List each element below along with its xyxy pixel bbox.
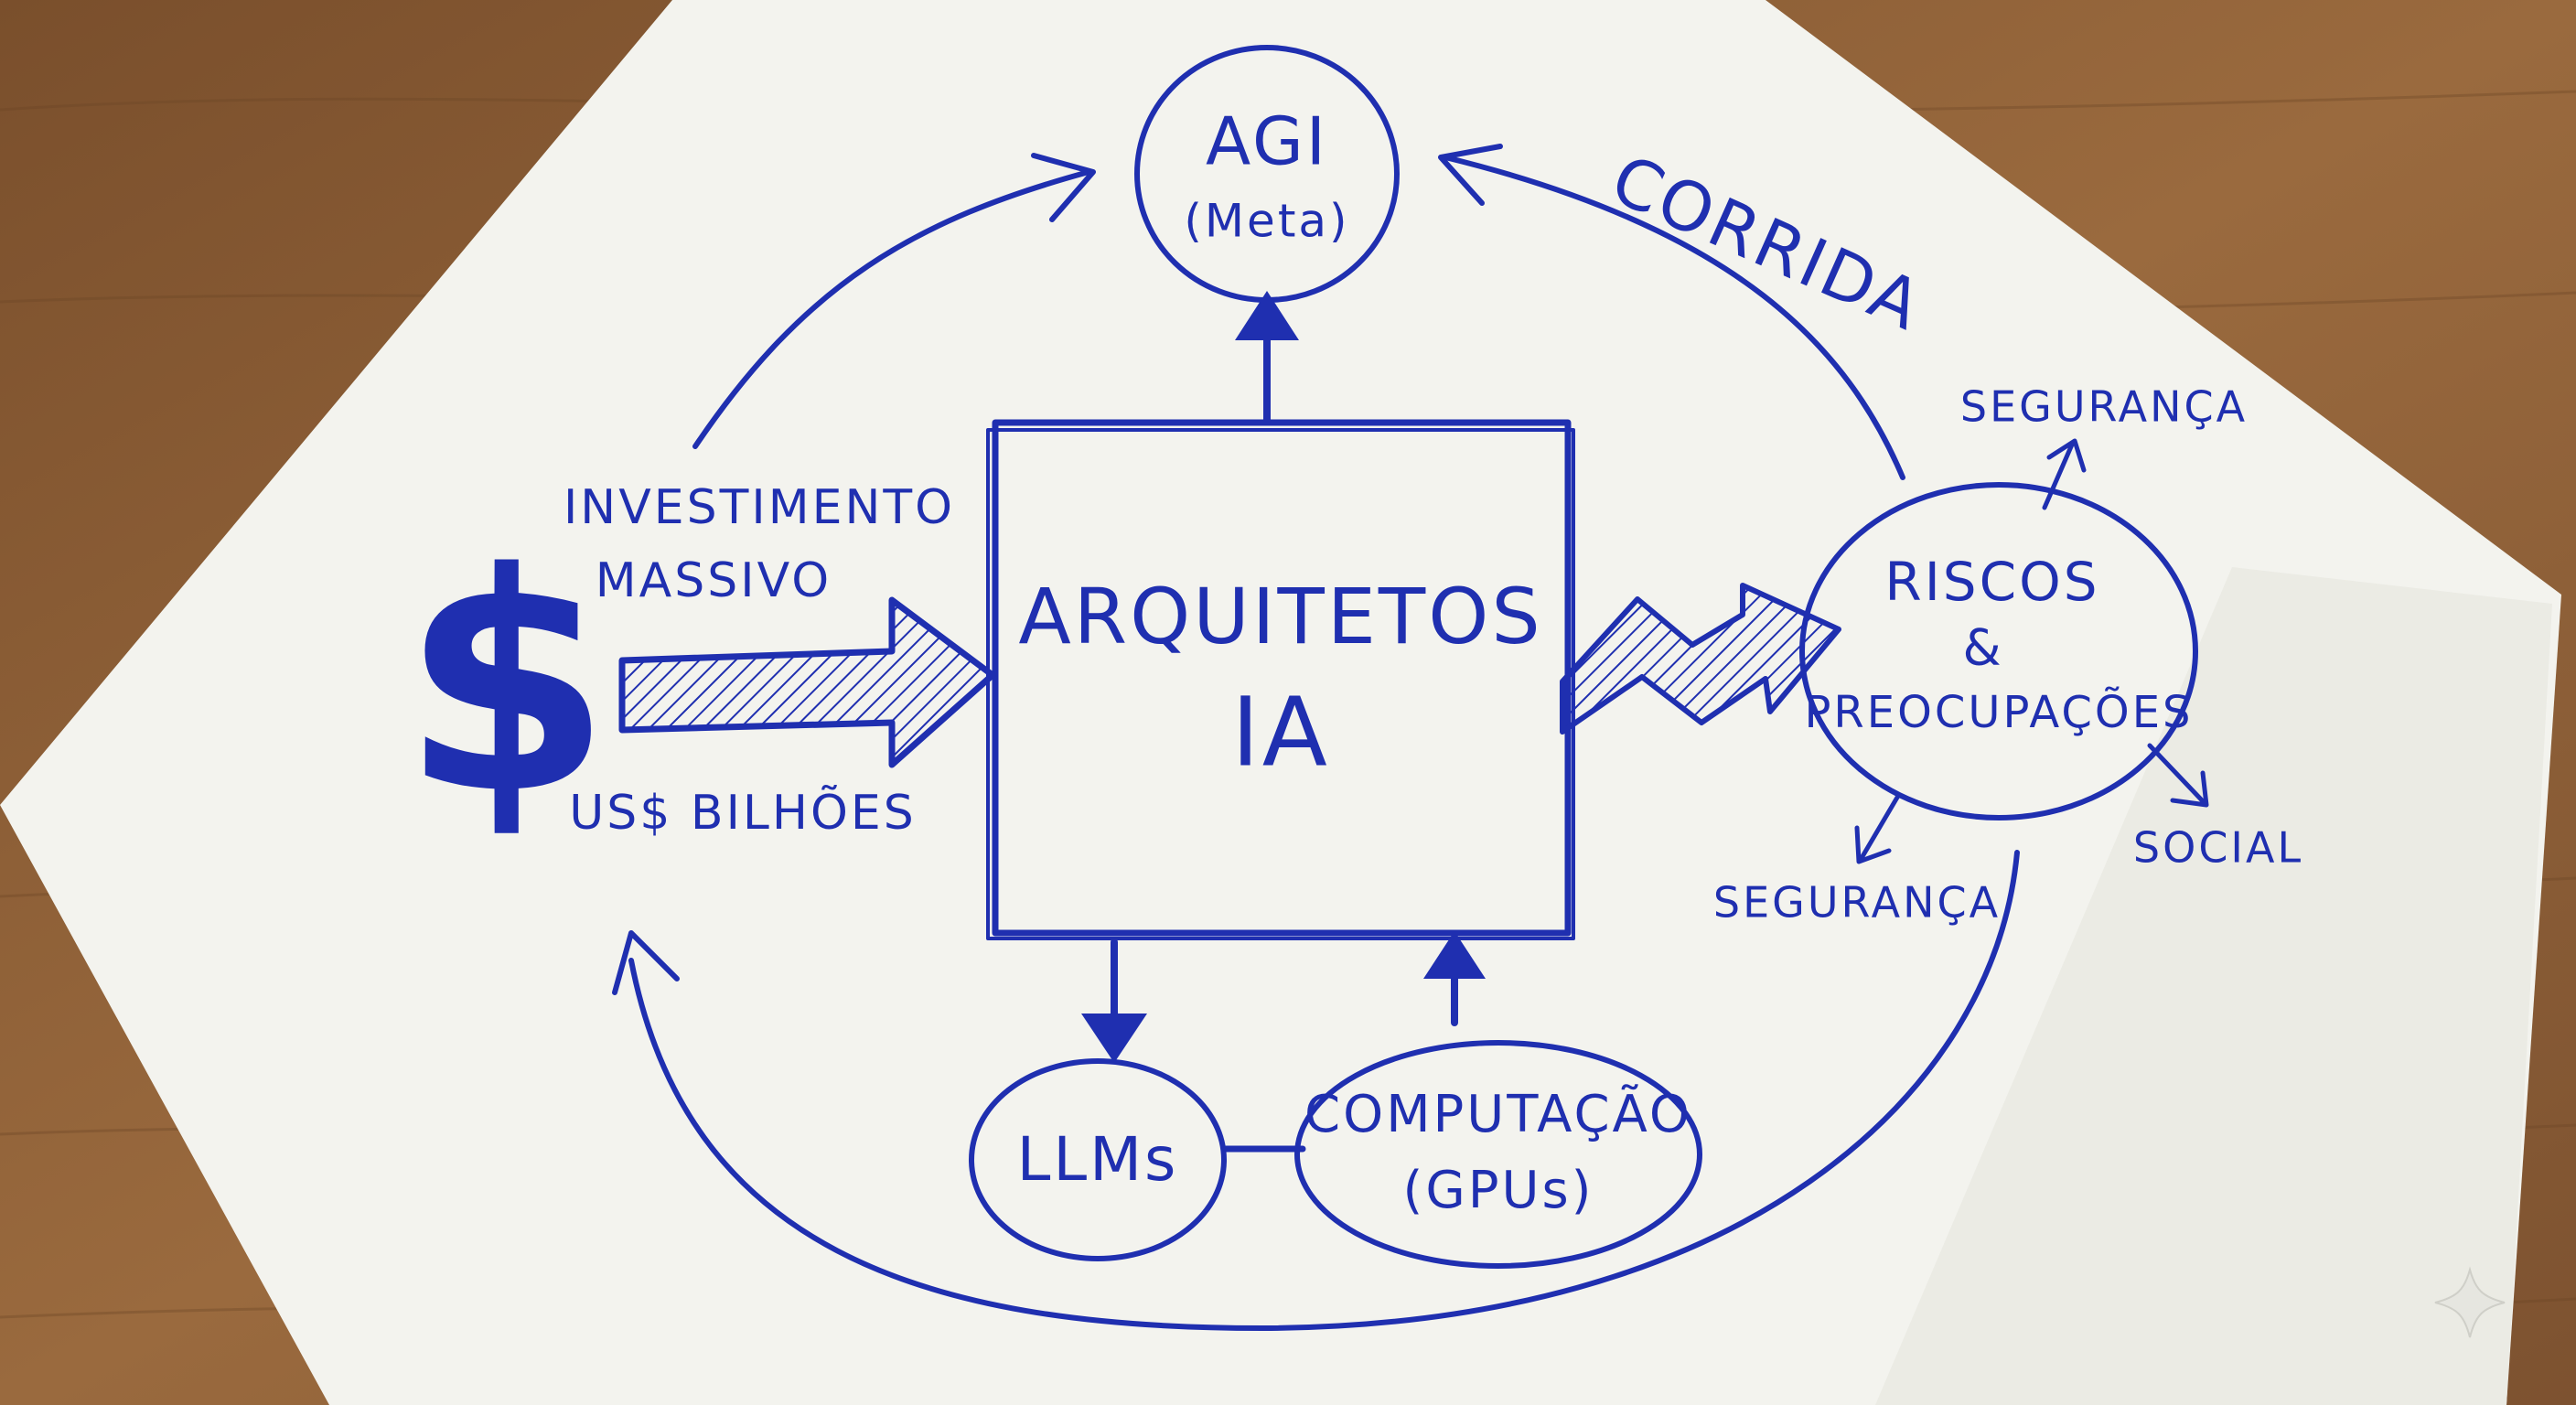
arrowhead-center-bottom <box>1423 931 1486 979</box>
arrowhead-seguranca-top <box>2046 438 2087 473</box>
computacao-subtitle: (GPUs) <box>1402 1161 1594 1220</box>
riscos-node: RISCOS & PREOCUPAÇÕES <box>1799 482 2198 820</box>
seguranca-bottom-label: SEGURANÇA <box>1713 878 2001 928</box>
arc-riscos-to-agi <box>1443 155 1905 480</box>
riscos-title: RISCOS <box>1884 551 2099 613</box>
arc-arrowhead-agi-left <box>1031 153 1096 222</box>
arc-bottom-feedback <box>628 850 2020 1331</box>
riscos-ampersand: & <box>1962 619 2003 677</box>
seguranca-top-label: SEGURANÇA <box>1960 382 2248 432</box>
napkin-embossed-border <box>1875 567 2552 1405</box>
investment-flow-arrow <box>618 596 996 768</box>
arrowhead-seguranca-bottom <box>1854 825 1892 864</box>
agi-subtitle: (Meta) <box>1184 195 1349 248</box>
computacao-node: COMPUTAÇÃO (GPUs) <box>1294 1040 1702 1269</box>
llms-node: LLMs <box>969 1058 1227 1261</box>
computacao-title: COMPUTAÇÃO <box>1304 1085 1692 1144</box>
center-subtitle: IA <box>1231 676 1330 788</box>
arrowhead-agi <box>1235 291 1299 340</box>
social-label: SOCIAL <box>2133 823 2303 873</box>
bilhoes-label: US$ BILHÕES <box>569 785 917 841</box>
arc-arrowhead-agi-right <box>1438 144 1503 206</box>
llms-label: LLMs <box>1017 1124 1179 1195</box>
arc-arrowhead-bottom <box>612 930 680 995</box>
arrow-riscos-to-seguranca-bottom <box>1859 793 1901 861</box>
investimento-label: INVESTIMENTO <box>564 480 955 535</box>
arrow-riscos-to-social <box>2147 743 2207 806</box>
arc-investment-to-agi <box>692 169 1091 449</box>
arrowhead-llms <box>1081 1014 1147 1063</box>
arrowhead-social <box>2170 770 2209 808</box>
dollar-sign: $ <box>402 509 615 860</box>
riscos-subtitle: PREOCUPAÇÕES <box>1804 686 2193 738</box>
center-title: ARQUITETOS <box>1018 572 1542 661</box>
arrow-riscos-to-seguranca-top <box>2042 442 2075 510</box>
massivo-label: MASSIVO <box>596 553 832 608</box>
agi-title: AGI <box>1206 103 1328 180</box>
sparkle-icon <box>2434 1266 2506 1338</box>
center-box: ARQUITETOS IA <box>986 419 1575 940</box>
